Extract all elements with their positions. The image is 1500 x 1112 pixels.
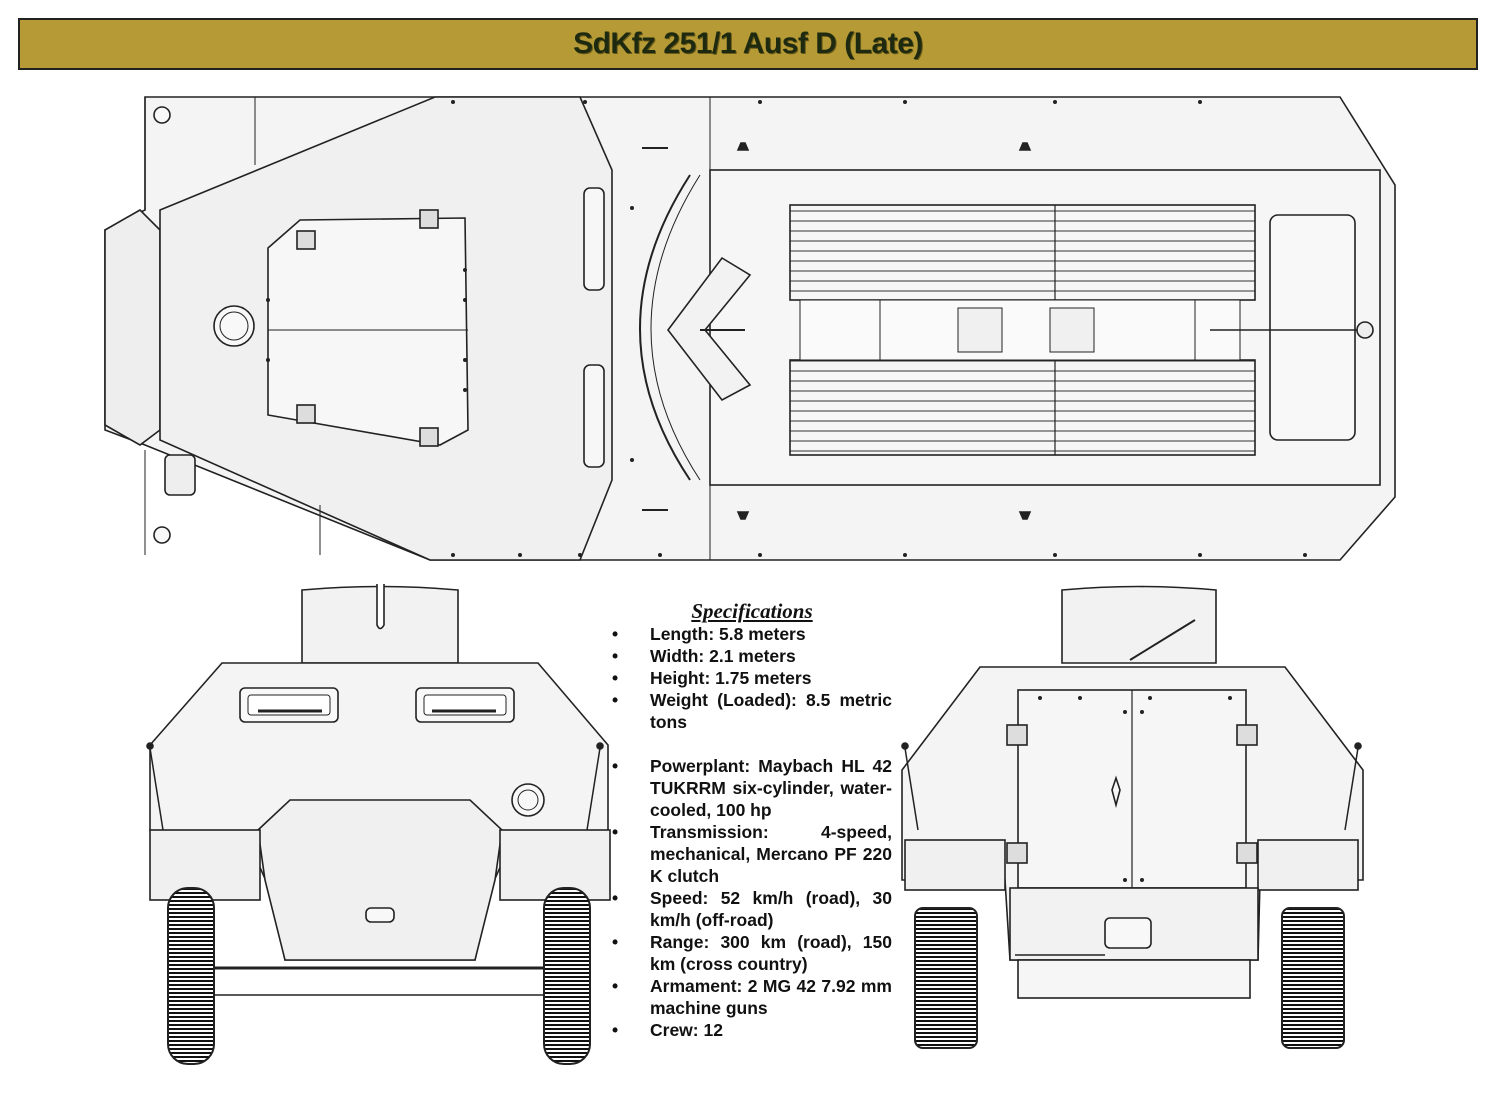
bullet-icon: •: [612, 822, 619, 842]
bullet-icon: •: [612, 756, 619, 776]
spec-item-height: •Height: 1.75 meters: [612, 668, 812, 688]
front-headlamp: [511, 783, 545, 817]
bullet-icon: •: [612, 690, 619, 710]
rear-track-left: [914, 907, 978, 1049]
front-tire-right: [543, 887, 591, 1065]
bullet-icon: •: [612, 888, 619, 908]
bullet-icon: •: [612, 646, 619, 666]
rear-track-right: [1281, 907, 1345, 1049]
spec-item-range: •Range: 300 km (road), 150 km (cross cou…: [612, 932, 892, 974]
rear-tow-hitch: [1104, 917, 1152, 949]
spec-item-powerplant: •Powerplant: Maybach HL 42 TUKRRM six-cy…: [612, 756, 892, 820]
specifications-panel: Specifications •Length: 5.8 meters •Widt…: [612, 600, 892, 1041]
spec-item-width: •Width: 2.1 meters: [612, 646, 796, 666]
specifications-list: •Length: 5.8 meters •Width: 2.1 meters •…: [612, 623, 892, 1041]
spec-item-armament: •Armament: 2 MG 42 7.92 mm machine guns: [612, 976, 892, 1018]
bullet-icon: •: [612, 976, 619, 996]
title-banner: SdKfz 251/1 Ausf D (Late): [18, 18, 1478, 70]
top-windscreen-arc: [639, 174, 691, 481]
page-title: SdKfz 251/1 Ausf D (Late): [573, 27, 923, 60]
spec-item-transmission: •Transmission: 4-speed, mechanical, Merc…: [612, 822, 892, 886]
spec-item-crew: •Crew: 12: [612, 1020, 723, 1040]
spec-spacer: [612, 733, 892, 755]
bullet-icon: •: [612, 932, 619, 952]
top-front-plate: [104, 209, 161, 446]
rear-mg-shield: [1061, 585, 1217, 664]
bullet-icon: •: [612, 1020, 619, 1040]
top-rear-doors: [1269, 214, 1356, 441]
top-bench-left: [789, 204, 1256, 301]
top-engine-deck: [267, 217, 469, 446]
bullet-icon: •: [612, 668, 619, 688]
top-view: [104, 96, 1396, 561]
spec-item-weight: •Weight (Loaded): 8.5 metric tons: [612, 690, 892, 732]
spec-item-length: •Length: 5.8 meters: [612, 624, 806, 644]
bullet-icon: •: [612, 624, 619, 644]
front-view: [146, 584, 611, 1065]
specifications-heading: Specifications: [691, 599, 813, 623]
front-tire-left: [167, 887, 215, 1065]
top-bench-right: [789, 359, 1256, 456]
rear-view: [901, 585, 1364, 1049]
spec-item-speed: •Speed: 52 km/h (road), 30 km/h (off-roa…: [612, 888, 892, 930]
